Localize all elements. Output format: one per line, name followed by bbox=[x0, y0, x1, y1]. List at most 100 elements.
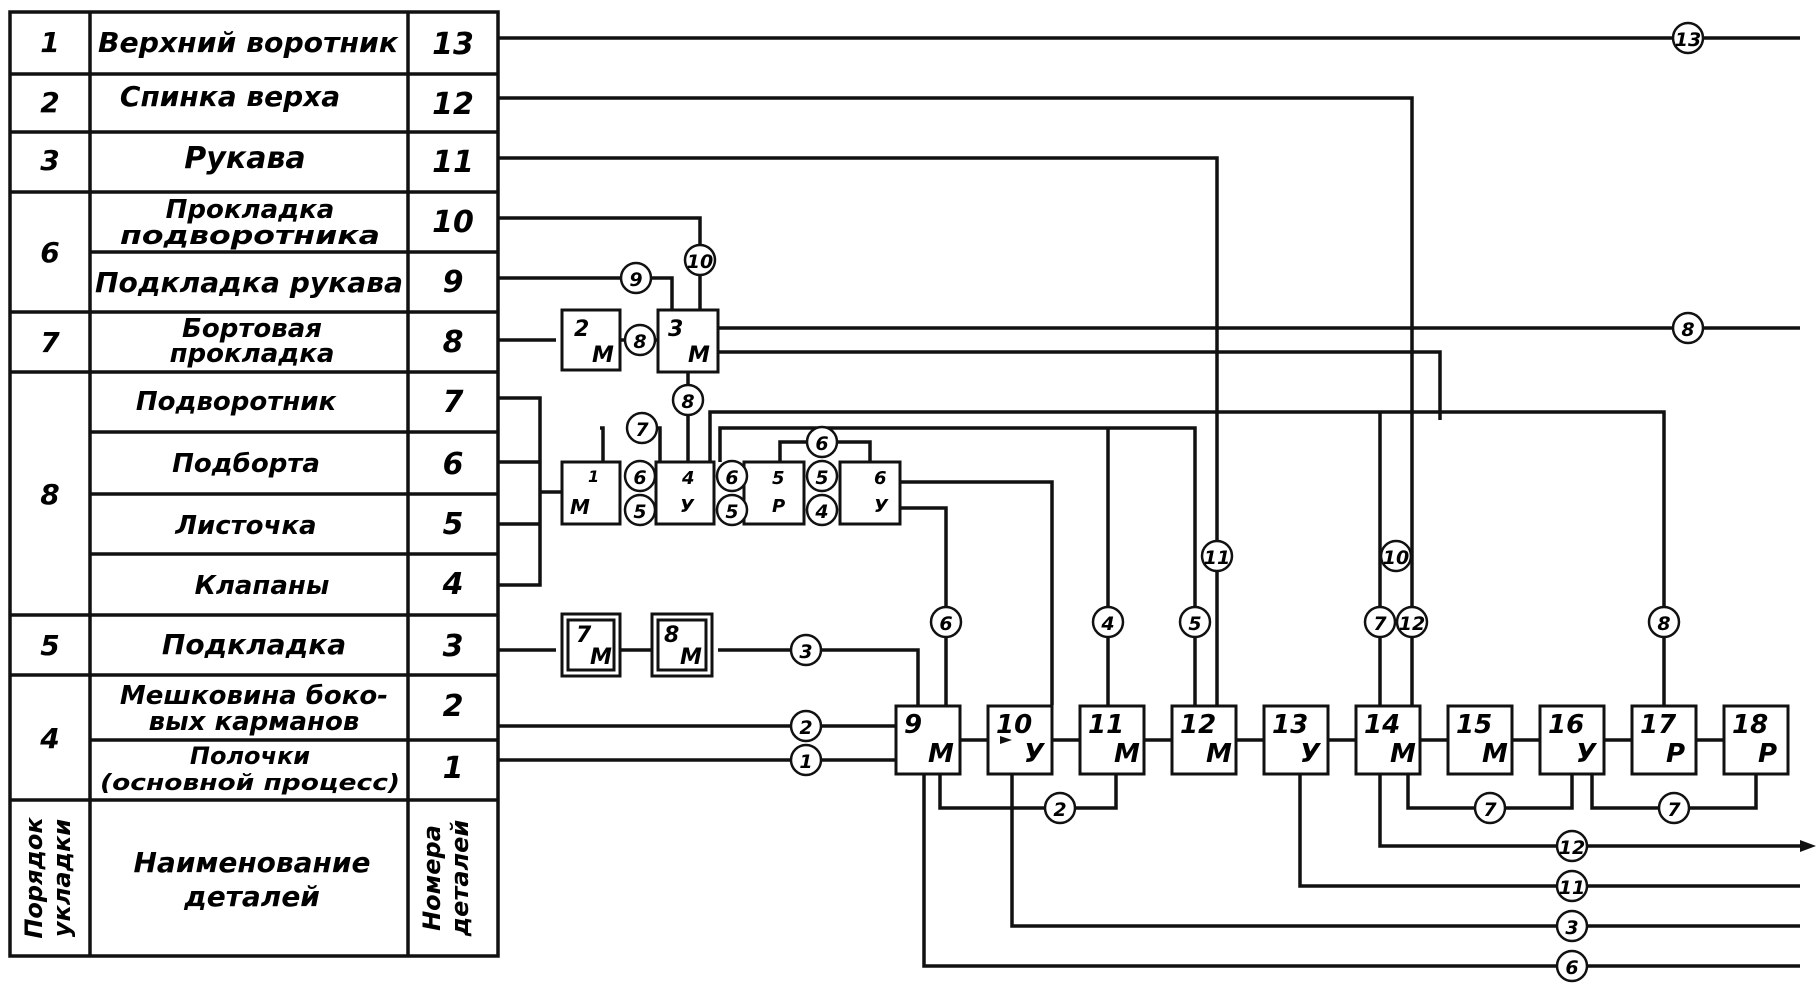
op-type: М bbox=[570, 495, 590, 519]
marker-circle: 1 bbox=[789, 743, 823, 777]
svg-text:7: 7 bbox=[635, 419, 649, 441]
op-box bbox=[654, 460, 716, 526]
marker-circle: 8 bbox=[671, 383, 705, 417]
detail-number: 8 bbox=[443, 325, 464, 360]
marker-circle: 13 bbox=[1671, 21, 1705, 55]
detail-name: подворотника bbox=[120, 221, 380, 251]
detail-name: прокладка bbox=[170, 339, 335, 369]
order-cell: 5 bbox=[40, 629, 59, 662]
svg-text:7: 7 bbox=[1483, 799, 1497, 821]
svg-text:11: 11 bbox=[1559, 877, 1585, 899]
marker-circle: 5 bbox=[623, 493, 657, 527]
marker-circle: 12 bbox=[1395, 605, 1429, 639]
order-cell: 6 bbox=[40, 236, 59, 269]
detail-number: 11 bbox=[432, 145, 474, 180]
svg-text:16: 16 bbox=[1548, 710, 1584, 740]
svg-text:10: 10 bbox=[687, 251, 713, 273]
svg-text:Р: Р bbox=[1758, 739, 1777, 769]
svg-text:15: 15 bbox=[1456, 710, 1492, 740]
header-name: деталей bbox=[183, 880, 320, 913]
detail-name: Листочка bbox=[174, 511, 316, 541]
marker-circle: 6 bbox=[805, 425, 839, 459]
detail-name: Подворотник bbox=[136, 387, 338, 417]
svg-text:7: 7 bbox=[1667, 799, 1681, 821]
marker-circle: 7 bbox=[625, 411, 659, 445]
marker-circle: 10 bbox=[1379, 539, 1413, 573]
svg-text:М: М bbox=[1114, 739, 1140, 769]
op-14: 14 М bbox=[1354, 704, 1422, 776]
detail-name: Подборта bbox=[172, 449, 320, 479]
svg-text:У: У bbox=[1576, 739, 1598, 769]
header-number: деталей bbox=[446, 820, 474, 938]
svg-text:2: 2 bbox=[1053, 799, 1066, 821]
order-cell: 4 bbox=[39, 722, 59, 755]
svg-text:4: 4 bbox=[814, 501, 828, 523]
detail-number: 4 bbox=[442, 567, 464, 602]
order-cell: 3 bbox=[40, 144, 59, 177]
op-type: Р bbox=[772, 496, 785, 517]
op-type: М bbox=[688, 343, 710, 368]
order-cell: 2 bbox=[40, 86, 59, 119]
detail-name: Верхний воротник bbox=[98, 26, 399, 59]
op-number: 3 bbox=[668, 317, 683, 342]
op-number: 5 bbox=[772, 468, 785, 489]
op-13: 13 У bbox=[1262, 704, 1330, 776]
svg-text:3: 3 bbox=[799, 641, 812, 663]
detail-name: (основной процесс) bbox=[100, 771, 400, 796]
marker-circle: 6 bbox=[1555, 949, 1589, 983]
op-16: 16 У bbox=[1538, 704, 1606, 776]
detail-name: Клапаны bbox=[195, 571, 330, 601]
detail-name: Рукава bbox=[184, 141, 305, 176]
svg-text:3: 3 bbox=[1565, 917, 1578, 939]
detail-number: 10 bbox=[432, 205, 474, 240]
svg-text:11: 11 bbox=[1088, 710, 1124, 740]
marker-circle: 3 bbox=[789, 633, 823, 667]
detail-name: Подкладка bbox=[162, 628, 346, 661]
svg-text:7: 7 bbox=[1373, 613, 1387, 635]
detail-number: 5 bbox=[443, 507, 464, 542]
svg-text:13: 13 bbox=[1675, 29, 1701, 51]
detail-number: 9 bbox=[443, 265, 464, 300]
op-number: 8 bbox=[664, 623, 679, 648]
svg-text:М: М bbox=[1206, 739, 1232, 769]
detail-name: Прокладка bbox=[166, 195, 335, 225]
op-12: 12 М bbox=[1170, 704, 1238, 776]
aux-operations: 2 М 3 М 7 М 8 М 1 М 4 У 5 Р 6 У bbox=[560, 308, 902, 678]
marker-circle: 7 bbox=[1363, 605, 1397, 639]
svg-text:5: 5 bbox=[725, 501, 738, 523]
marker-circle: 8 bbox=[623, 323, 657, 357]
marker-circle: 11 bbox=[1555, 869, 1589, 903]
svg-text:Р: Р bbox=[1666, 739, 1685, 769]
marker-circle: 6 bbox=[929, 605, 963, 639]
marker-circle: 10 bbox=[683, 243, 717, 277]
marker-circle: 6 bbox=[715, 459, 749, 493]
svg-text:18: 18 bbox=[1732, 710, 1768, 740]
svg-text:У: У bbox=[1024, 739, 1046, 769]
main-operations: 9 М 10 У 11 М 12 М 13 У 14 М 15 М 16 У 1… bbox=[894, 704, 1790, 776]
svg-text:6: 6 bbox=[815, 433, 828, 455]
op-number: 6 bbox=[874, 468, 887, 489]
svg-text:М: М bbox=[1482, 739, 1508, 769]
detail-number: 2 bbox=[443, 689, 464, 724]
marker-circle: 6 bbox=[623, 459, 657, 493]
arrowheads bbox=[1000, 736, 1816, 852]
marker-circle: 11 bbox=[1200, 539, 1234, 573]
svg-text:8: 8 bbox=[1681, 319, 1694, 341]
marker-circle: 8 bbox=[1647, 605, 1681, 639]
detail-name: Мешковина боко- bbox=[120, 681, 388, 711]
op-type: У bbox=[874, 496, 889, 517]
header-number: Номера bbox=[418, 825, 446, 931]
op-10: 10 У bbox=[986, 704, 1054, 776]
marker-circle: 9 bbox=[619, 261, 653, 295]
detail-markers: 13 8 9 10 8 8 7 6 5 6 5 5 4 6 3 2 1 6 4 … bbox=[619, 21, 1705, 983]
op-11: 11 М bbox=[1078, 704, 1146, 776]
svg-text:12: 12 bbox=[1559, 837, 1585, 859]
op-type: М bbox=[680, 645, 702, 670]
order-cell: 8 bbox=[40, 478, 59, 511]
op-box bbox=[560, 460, 622, 526]
op-type: М bbox=[592, 343, 614, 368]
svg-text:У: У bbox=[1300, 739, 1322, 769]
svg-text:12: 12 bbox=[1399, 613, 1425, 635]
svg-text:5: 5 bbox=[1188, 613, 1201, 635]
